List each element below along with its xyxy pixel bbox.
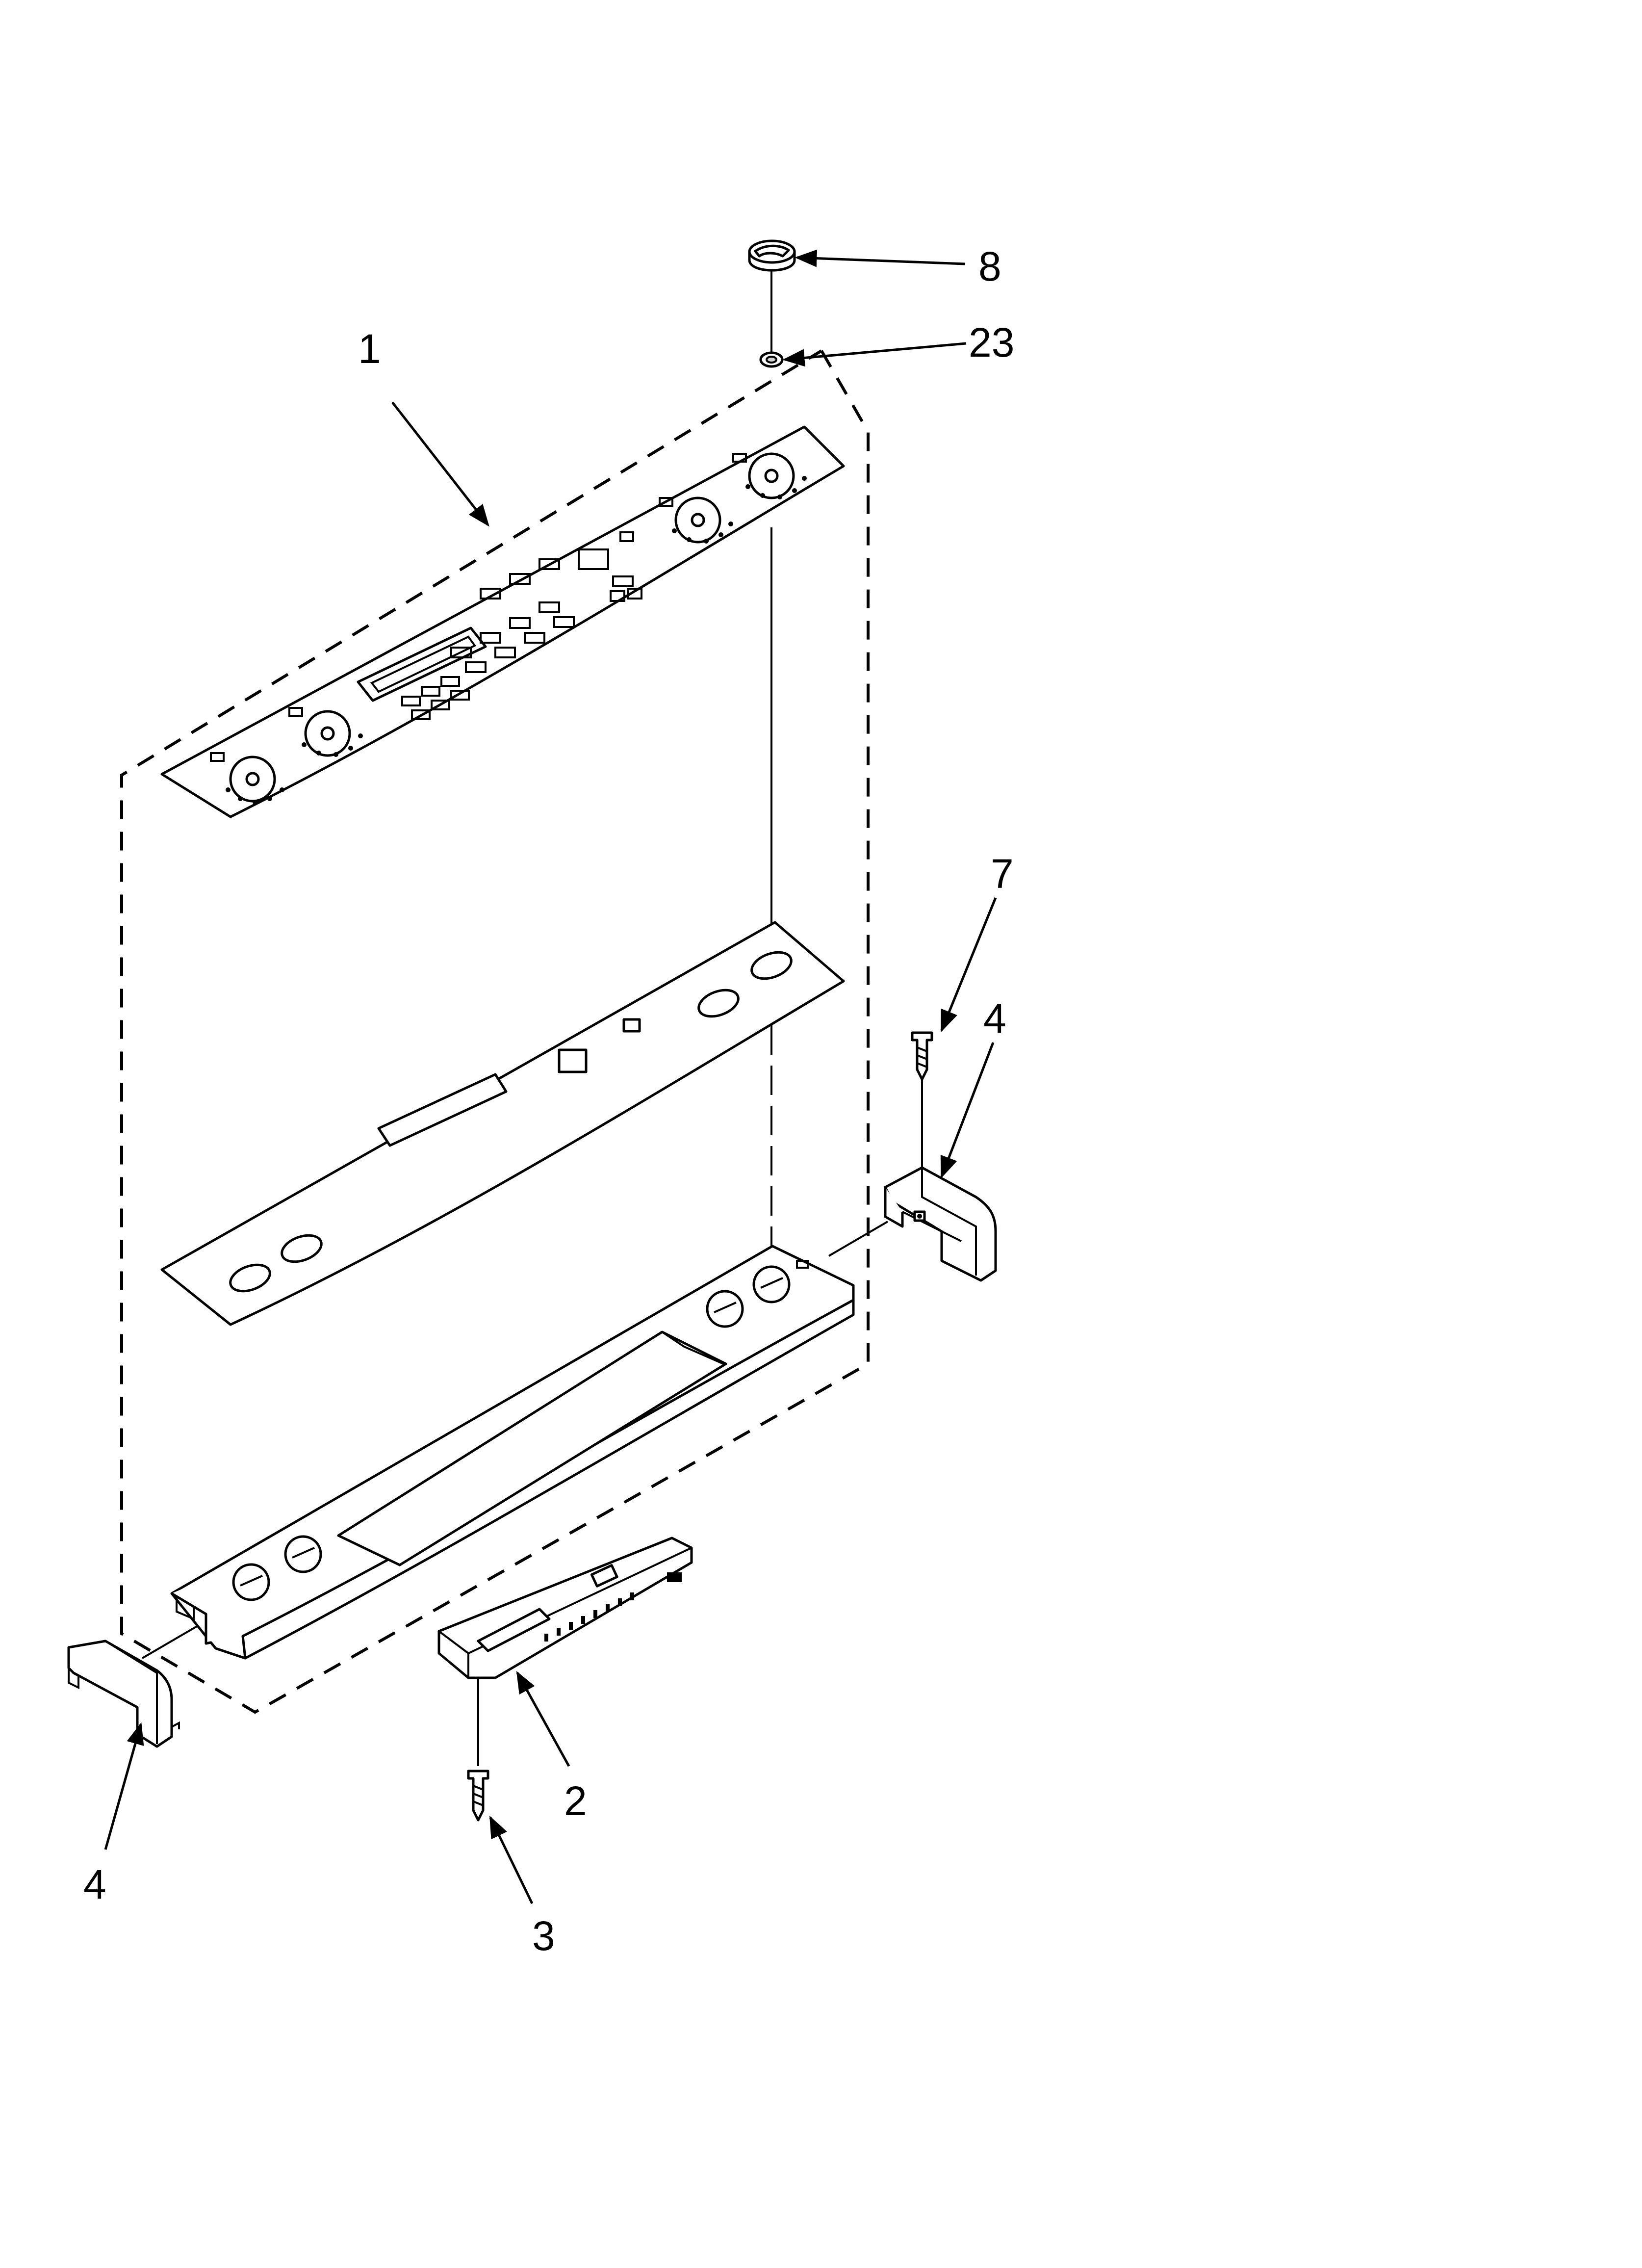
assembly-outline	[120, 349, 870, 1714]
spring-clip	[759, 351, 784, 368]
control-panel-gasket	[160, 921, 845, 1326]
control-panel-housing	[170, 1245, 855, 1660]
end-cap-left	[67, 1640, 180, 1748]
screw-bottom	[467, 1770, 489, 1822]
screw-right	[911, 1031, 933, 1081]
alignment-lines	[141, 267, 923, 1766]
electronic-control-board	[437, 1537, 693, 1679]
control-panel-overlay	[160, 425, 845, 818]
callout-3: 3	[532, 1913, 555, 1959]
callout-1: 1	[358, 326, 381, 372]
callout-4-left: 4	[83, 1861, 106, 1907]
callout-2: 2	[564, 1778, 587, 1824]
control-knob	[748, 239, 796, 272]
callout-4-right: 4	[983, 995, 1006, 1042]
callout-23: 23	[969, 319, 1014, 365]
callout-8: 8	[978, 243, 1001, 289]
end-cap-right	[884, 1166, 997, 1282]
callout-7: 7	[991, 851, 1014, 897]
leader-lines	[104, 249, 997, 1904]
